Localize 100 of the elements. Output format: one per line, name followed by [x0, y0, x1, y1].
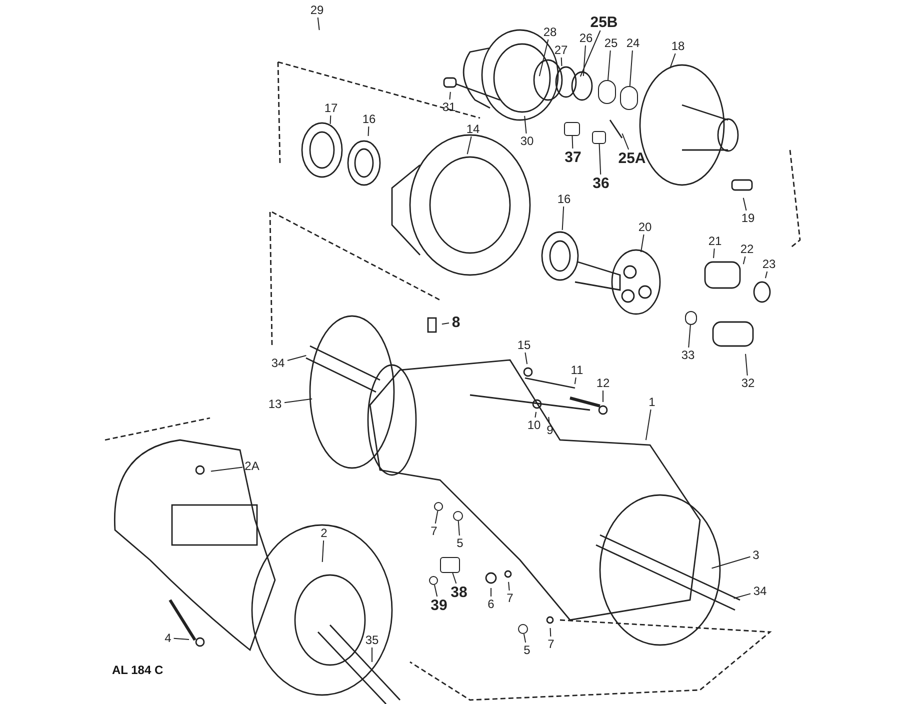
- leader-line: [523, 633, 526, 643]
- washer-part: [598, 80, 616, 104]
- callout-number: 21: [706, 234, 724, 248]
- callout-number: 16: [360, 112, 378, 126]
- callout-number: 15: [514, 338, 534, 352]
- leader-line: [210, 466, 243, 472]
- callout-number: 13: [266, 396, 284, 412]
- leader-line: [582, 45, 586, 77]
- callout-number: 12: [594, 376, 612, 390]
- leader-line: [538, 39, 549, 77]
- callout-number: 7: [545, 636, 557, 652]
- washer-part: [429, 576, 438, 585]
- callout-number: 2A: [242, 458, 262, 474]
- callout-number: 22: [738, 242, 756, 256]
- callout-number: 34: [750, 584, 770, 598]
- callout-number: 25: [602, 36, 620, 50]
- leader-line: [287, 355, 307, 361]
- leader-line: [562, 206, 564, 230]
- leader-line: [449, 91, 451, 100]
- callout-number: 24: [624, 36, 642, 50]
- bushing-part: [592, 131, 606, 144]
- callout-number: 16: [554, 192, 574, 206]
- leader-line: [466, 136, 472, 155]
- leader-line: [322, 540, 324, 562]
- leader-line: [742, 197, 747, 211]
- leader-line: [490, 588, 492, 597]
- callout-number: 3: [750, 548, 762, 562]
- callout-number: 33: [678, 348, 698, 362]
- leader-line: [645, 409, 652, 441]
- callout-number: 36: [589, 174, 613, 192]
- leader-line: [607, 50, 611, 81]
- leader-line: [742, 256, 746, 265]
- callout-number: 28: [540, 24, 560, 40]
- leader-line: [317, 17, 320, 31]
- callout-number: 19: [738, 210, 758, 226]
- callout-number: 7: [428, 524, 440, 538]
- leader-line: [629, 50, 633, 87]
- callout-number: 8: [449, 314, 463, 330]
- leader-line: [524, 115, 527, 134]
- leader-line: [524, 352, 528, 365]
- callout-number: 23: [760, 256, 778, 272]
- bushing-part: [440, 557, 460, 573]
- callout-number: 30: [518, 134, 536, 148]
- leader-line: [688, 324, 691, 348]
- callout-number: 26: [576, 30, 596, 46]
- leader-line: [733, 593, 751, 599]
- washer-part: [453, 511, 463, 521]
- washer-part: [685, 311, 697, 325]
- leader-line: [713, 248, 715, 259]
- leader-line: [711, 556, 751, 569]
- leader-line: [602, 390, 604, 402]
- leader-line: [574, 377, 576, 385]
- callout-number: 7: [504, 590, 516, 606]
- callout-number: 25A: [615, 150, 649, 166]
- leader-line: [173, 638, 190, 640]
- callout-number: 2: [318, 526, 330, 540]
- callout-number: 37: [561, 148, 585, 166]
- leader-line: [764, 271, 768, 279]
- callout-number: 32: [738, 376, 758, 390]
- leader-line: [560, 57, 562, 66]
- leader-line: [368, 126, 370, 136]
- callout-number: 11: [568, 362, 586, 378]
- callout-number: 31: [440, 100, 458, 114]
- leader-line: [580, 30, 601, 77]
- leader-line: [458, 520, 460, 536]
- leader-line: [550, 628, 552, 637]
- leader-line: [434, 510, 438, 524]
- callout-number: 10: [524, 418, 544, 432]
- callout-number: 20: [636, 220, 654, 234]
- leader-line: [670, 53, 676, 69]
- leader-line: [572, 136, 574, 149]
- leader-line: [441, 322, 450, 325]
- washer-part: [434, 502, 443, 511]
- leader-line: [330, 115, 332, 124]
- callout-number: 34: [268, 356, 288, 370]
- callout-number: 4: [162, 630, 174, 646]
- callout-number: 14: [464, 122, 482, 136]
- drawing-number: AL 184 C: [112, 662, 164, 679]
- leader-line: [548, 416, 550, 423]
- leader-line: [622, 133, 630, 150]
- leader-line: [598, 144, 602, 175]
- leader-line: [534, 411, 537, 418]
- leader-line: [284, 398, 313, 404]
- leader-line: [745, 353, 748, 376]
- callout-number: 25B: [587, 14, 621, 30]
- callout-number: 35: [362, 632, 382, 648]
- washer-part: [620, 86, 638, 110]
- callout-number: 17: [322, 100, 340, 116]
- leader-line: [640, 234, 644, 253]
- callout-number: 29: [308, 2, 326, 18]
- leader-line: [508, 581, 510, 591]
- bushing-part: [564, 122, 580, 136]
- callout-number: 5: [521, 642, 533, 658]
- callout-number: 6: [485, 596, 497, 612]
- callout-number: 27: [552, 42, 570, 58]
- callout-number: 5: [454, 536, 466, 550]
- callout-number: 1: [646, 394, 658, 410]
- leader-line: [452, 572, 457, 584]
- washer-part: [518, 624, 528, 634]
- leader-line: [434, 584, 438, 597]
